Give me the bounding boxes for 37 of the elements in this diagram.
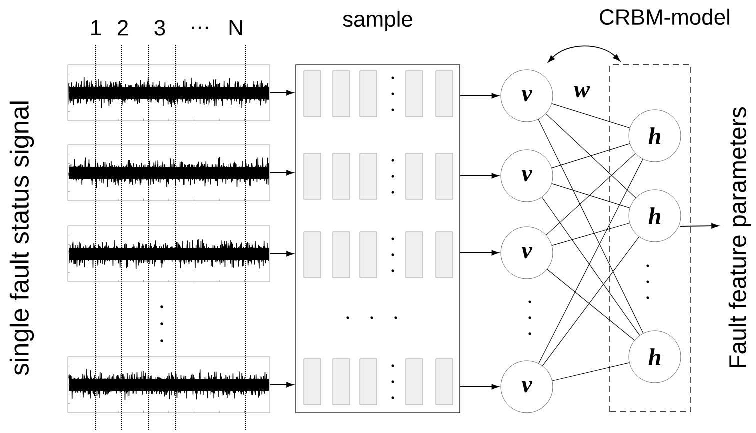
connection-line [546, 153, 636, 236]
connection-line [552, 144, 630, 168]
connection-line [542, 236, 640, 366]
arrow [270, 382, 294, 388]
column-number: N [230, 20, 242, 36]
box-heading: sample [343, 10, 412, 32]
curved-arrow [548, 46, 620, 63]
column-number: 3 [154, 20, 166, 36]
signal-plot [68, 226, 270, 282]
connection-line [552, 104, 630, 128]
arrow [270, 170, 294, 176]
arrow [680, 223, 719, 229]
arrow [460, 173, 500, 179]
connection-line [552, 222, 630, 246]
column-number: … [192, 26, 208, 30]
arrow [460, 93, 500, 99]
connection-line [538, 159, 644, 364]
connection-line [538, 119, 644, 334]
column-number: 1 [92, 20, 102, 36]
signal-plot [68, 356, 270, 414]
connection-line [552, 362, 630, 382]
model-title: CRBM-model [600, 8, 730, 26]
connection-line [546, 114, 636, 198]
dashed-box [610, 64, 692, 412]
arrow [270, 90, 294, 96]
output-label: Fault feature parameters [728, 108, 752, 368]
connection-line [542, 197, 640, 336]
arrow [460, 250, 500, 256]
arrow [270, 251, 294, 257]
column-number: 2 [118, 20, 128, 36]
arrow [460, 384, 500, 390]
connection-line [547, 269, 635, 341]
weight-label: w [574, 86, 590, 98]
axis-title: single fault status signal [10, 102, 34, 376]
connection-line [552, 184, 630, 208]
signal-plot [68, 144, 270, 202]
signal-plot [68, 64, 270, 122]
